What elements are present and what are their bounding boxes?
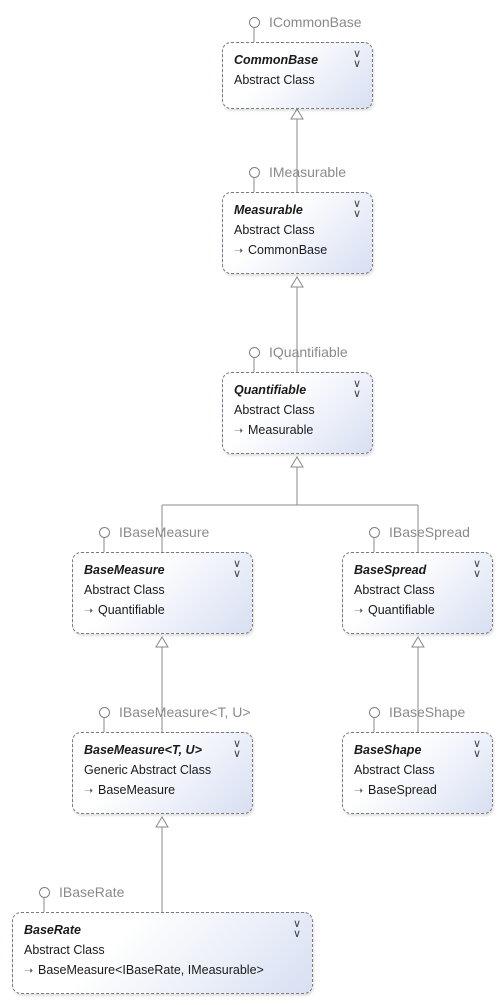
- class-kind: Abstract Class: [354, 583, 435, 597]
- base-class-name: CommonBase: [248, 243, 328, 257]
- interface-label: ICommonBase: [269, 14, 362, 30]
- interface-lollipop-icon: [99, 706, 110, 718]
- class-kind: Abstract Class: [354, 763, 435, 777]
- class-name: BaseMeasure<T, U>: [84, 743, 202, 757]
- interface-ibaserate[interactable]: IBaseRate: [39, 883, 124, 901]
- base-class-row: ➝ BaseMeasure: [84, 780, 242, 800]
- interface-ibasespread[interactable]: IBaseSpread: [369, 523, 470, 541]
- base-class-row: ➝ Measurable: [234, 420, 362, 440]
- base-class-row: ➝ BaseMeasure<IBaseRate, IMeasurable>: [24, 960, 302, 980]
- double-chevron-down-icon[interactable]: ∨∨: [472, 738, 481, 760]
- double-chevron-down-icon[interactable]: ∨∨: [472, 558, 481, 580]
- interface-lollipop-icon: [249, 346, 260, 358]
- base-class-name: BaseSpread: [368, 783, 437, 797]
- double-chevron-down-icon[interactable]: ∨∨: [352, 378, 361, 400]
- interface-icommonbase[interactable]: ICommonBase: [249, 13, 362, 31]
- interface-label: IMeasurable: [269, 164, 347, 180]
- generalization-arrowhead: [290, 108, 304, 120]
- base-class-name: BaseMeasure<IBaseRate, IMeasurable>: [38, 963, 264, 977]
- interface-lollipop-icon: [369, 526, 380, 538]
- interface-ibasemeasure-generic[interactable]: IBaseMeasure<T, U>: [99, 703, 251, 721]
- class-name: BaseShape: [354, 743, 422, 757]
- inheritance-arrow-icon: ➝: [234, 425, 244, 437]
- class-basespread[interactable]: BaseSpread Abstract Class ➝Quantifiable …: [342, 552, 493, 634]
- generalization-arrowhead: [155, 816, 169, 828]
- class-commonbase[interactable]: CommonBase Abstract Class ∨∨: [222, 42, 373, 109]
- generalization-arrowhead: [411, 636, 425, 648]
- generalization-arrowhead: [155, 636, 169, 648]
- inheritance-arrow-icon: ➝: [234, 245, 244, 257]
- base-class-name: Quantifiable: [98, 603, 165, 617]
- class-baseshape[interactable]: BaseShape Abstract Class ➝ BaseSpread ∨∨: [342, 732, 493, 814]
- interface-iquantifiable[interactable]: IQuantifiable: [249, 343, 348, 361]
- base-class-row: ➝ Quantifiable: [84, 600, 242, 620]
- interface-ibasemeasure[interactable]: IBaseMeasure: [99, 523, 209, 541]
- interface-lollipop-icon: [39, 886, 50, 898]
- class-name: Quantifiable: [234, 383, 307, 397]
- base-class-name: Quantifiable: [368, 603, 435, 617]
- interface-label: IQuantifiable: [269, 344, 348, 360]
- class-measurable[interactable]: Measurable Abstract Class ➝ CommonBase ∨∨: [222, 192, 373, 274]
- interface-label: IBaseSpread: [389, 524, 470, 540]
- generalization-arrowhead: [290, 456, 304, 468]
- base-class-row: ➝ Quantifiable: [354, 600, 482, 620]
- base-class-row: ➝ BaseSpread: [354, 780, 482, 800]
- inheritance-arrow-icon: ➝: [24, 965, 34, 977]
- base-class-name: Measurable: [248, 423, 314, 437]
- class-kind: Abstract Class: [234, 403, 315, 417]
- interface-ibaseshape[interactable]: IBaseShape: [369, 703, 465, 721]
- class-name: BaseSpread: [354, 563, 427, 577]
- interface-lollipop-icon: [249, 16, 260, 28]
- inheritance-arrow-icon: ➝: [354, 605, 364, 617]
- double-chevron-down-icon[interactable]: ∨∨: [352, 48, 361, 70]
- class-baserate[interactable]: BaseRate Abstract Class ➝ BaseMeasure<IBa…: [12, 912, 313, 994]
- class-kind: Generic Abstract Class: [84, 763, 212, 777]
- class-kind: Abstract Class: [84, 583, 165, 597]
- interface-lollipop-icon: [249, 166, 260, 178]
- base-class-row: ➝ CommonBase: [234, 240, 362, 260]
- base-class-name: BaseMeasure: [98, 783, 176, 797]
- class-kind: Abstract Class: [234, 73, 315, 87]
- interface-lollipop-icon: [369, 706, 380, 718]
- interface-label: IBaseMeasure<T, U>: [119, 704, 251, 720]
- class-name: BaseRate: [24, 923, 81, 937]
- class-basemeasure-generic[interactable]: BaseMeasure<T, U> Generic Abstract Class…: [72, 732, 253, 814]
- interface-imeasurable[interactable]: IMeasurable: [249, 163, 346, 181]
- double-chevron-down-icon[interactable]: ∨∨: [232, 738, 241, 760]
- generalization-arrowhead: [290, 276, 304, 288]
- interface-label: IBaseShape: [389, 704, 466, 720]
- class-name: CommonBase: [234, 53, 319, 67]
- inheritance-arrow-icon: ➝: [84, 605, 94, 617]
- class-kind: Abstract Class: [234, 223, 315, 237]
- double-chevron-down-icon[interactable]: ∨∨: [292, 918, 301, 940]
- double-chevron-down-icon[interactable]: ∨∨: [232, 558, 241, 580]
- inheritance-arrow-icon: ➝: [84, 785, 94, 797]
- interface-lollipop-icon: [99, 526, 110, 538]
- class-name: BaseMeasure: [84, 563, 165, 577]
- interface-label: IBaseMeasure: [119, 524, 210, 540]
- interface-label: IBaseRate: [59, 884, 125, 900]
- class-basemeasure[interactable]: BaseMeasure Abstract Class ➝ Quantifiable…: [72, 552, 253, 634]
- class-quantifiable[interactable]: Quantifiable Abstract Class ➝Measurable …: [222, 372, 373, 454]
- inheritance-arrow-icon: ➝: [354, 785, 364, 797]
- class-name: Measurable: [234, 203, 303, 217]
- class-kind: Abstract Class: [24, 943, 105, 957]
- double-chevron-down-icon[interactable]: ∨∨: [352, 198, 361, 220]
